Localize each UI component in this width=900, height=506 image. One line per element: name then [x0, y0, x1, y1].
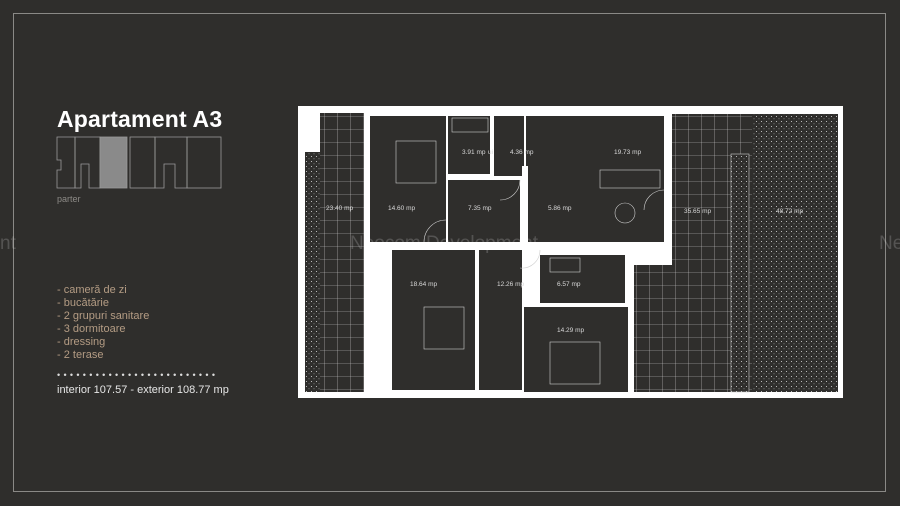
floor-level-map[interactable]: [55, 136, 225, 192]
level-label: parter: [57, 194, 81, 204]
unit-a5: [154, 136, 188, 189]
unit-a2: [74, 136, 101, 189]
unit-a6: [186, 136, 222, 189]
features-list: - cameră de zi - bucătărie - 2 grupuri s…: [57, 284, 149, 362]
watermark-left-fragment: nt: [0, 233, 16, 254]
feature-item: - bucătărie: [57, 297, 109, 309]
feature-item: - 2 terase: [57, 349, 104, 361]
watermark-right-fragment: Ne: [879, 233, 900, 254]
area-summary: interior 107.57 - exterior 108.77 mp: [57, 384, 229, 396]
feature-item: - dressing: [57, 336, 106, 348]
unit-a3-highlighted: [99, 136, 128, 189]
unit-a1: [56, 136, 76, 189]
feature-item: - cameră de zi: [57, 284, 127, 296]
page-frame: [13, 13, 886, 492]
feature-item: - 2 grupuri sanitare: [57, 310, 150, 322]
unit-a4: [129, 136, 156, 189]
apartment-title: Apartament A3: [57, 106, 223, 132]
feature-item: - 3 dormitoare: [57, 323, 126, 335]
dotted-separator: • • • • • • • • • • • • • • • • • • • • …: [57, 370, 216, 380]
watermark: Neocom Development: [350, 233, 538, 254]
